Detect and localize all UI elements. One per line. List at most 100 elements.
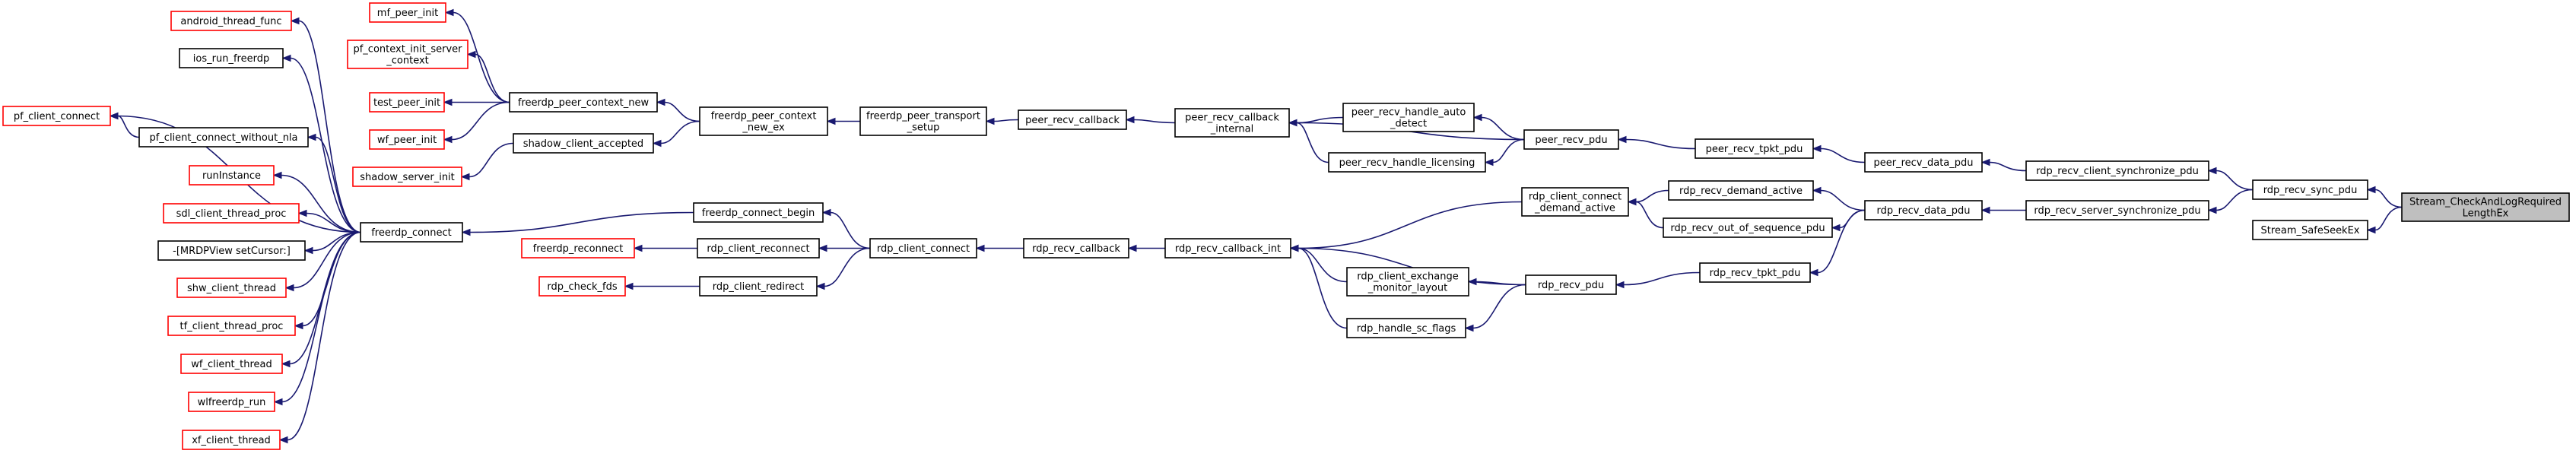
node-box [1523,129,1619,150]
node-box [170,11,292,31]
node-rdp-recv-pdu[interactable]: rdp_recv_pdu [1525,274,1617,295]
node-freerdp-peer-transport-setup[interactable]: freerdp_peer_transport_setup [859,106,987,136]
edge-line [1623,271,1701,286]
node-box [138,127,309,148]
node-test-peer-init[interactable]: test_peer_init [369,92,445,113]
edge-freerdp-peer-context-new-ex-to-freerdp-peer-transport-setup [826,117,861,125]
node-rdp-recv-sync-pdu[interactable]: rdp_recv_sync_pdu [2252,179,2368,200]
edge-xf-client-thread-to-freerdp-connect [278,231,361,444]
node-label: shadow_client_accepted [523,138,643,150]
node-peer-recv-pdu[interactable]: peer_recv_pdu [1523,129,1619,150]
node-shw-client-thread[interactable]: shw_client_thread [176,278,287,298]
node-wf-client-thread[interactable]: wf_client_thread [180,354,283,374]
node-shadow-client-accepted[interactable]: shadow_client_accepted [513,133,654,154]
node-rdp-client-exchange-monitor-layout[interactable]: rdp_client_exchange_monitor_layout [1346,267,1469,297]
edge-rdp-client-redirect-to-rdp-client-connect [815,247,871,290]
edge-arrowhead [443,135,453,144]
node-xf-client-thread[interactable]: xf_client_thread [182,430,281,450]
edge-arrowhead [1615,281,1625,289]
node-box [1864,200,1983,220]
node-freerdp-peer-context-new[interactable]: freerdp_peer_context_new [509,92,658,113]
node-label: wlfreerdp_run [198,397,266,408]
node-ios-run-freerdp[interactable]: ios_run_freerdp [179,48,284,68]
edge-freerdp-connect-to-freerdp-connect-begin [461,211,694,236]
edge-line [306,212,361,233]
node-rdp-client-redirect[interactable]: rdp_client_redirect [699,276,818,297]
node-android-thread-func[interactable]: android_thread_func [170,11,292,31]
edge-runinstance-to-freerdp-connect [272,171,361,233]
node-freerdp-connect[interactable]: freerdp_connect [360,222,463,243]
edge-arrowhead [303,246,313,255]
node-label: peer_recv_tpkt_pdu [1706,144,1803,155]
node-rdp-check-fds[interactable]: rdp_check_fds [538,276,626,297]
node-rdp-recv-tpkt-pdu[interactable]: rdp_recv_tpkt_pdu [1699,262,1811,283]
node-rdp-recv-client-synchronize-pdu[interactable]: rdp_recv_client_synchronize_pdu [2025,160,2209,181]
edge-line [1472,284,1526,329]
edge-line [315,136,361,233]
node-stream-safeseekex[interactable]: Stream_SafeSeekEx [2252,220,2368,240]
node-box [538,276,626,297]
node-rdp-recv-server-synchronize-pdu[interactable]: rdp_recv_server_synchronize_pdu [2025,200,2209,220]
node-mf-peer-init[interactable]: mf_peer_init [369,2,446,23]
edge-line [2374,189,2403,208]
node-pf-client-connect[interactable]: pf_client_connect [2,106,111,126]
node-freerdp-peer-context-new-ex[interactable]: freerdp_peer_context_new_ex [699,106,828,136]
edge-line [281,231,361,403]
node-rdp-recv-out-of-sequence-pdu[interactable]: rdp_recv_out_of_sequence_pdu [1663,217,1833,238]
node-wf-peer-init[interactable]: wf_peer_init [369,129,445,150]
node-tf-client-thread-proc[interactable]: tf_client_thread_proc [167,316,296,336]
node-label: rdp_client_reconnect [707,243,809,255]
node-rdp-handle-sc-flags[interactable]: rdp_handle_sc_flags [1346,318,1466,338]
edge-peer-recv-pdu-to-peer-recv-tpkt-pdu [1617,135,1696,150]
node-box [180,354,283,374]
edge-arrowhead [1288,119,1298,127]
node-label: rdp_recv_tpkt_pdu [1710,268,1801,279]
node-sdl-client-thread-proc[interactable]: sdl_client_thread_proc [163,203,300,224]
node-rdp-client-connect-demand-active[interactable]: rdp_client_connect_demand_active [1521,187,1629,217]
node-label: _context [386,56,429,67]
edge-ios-run-freerdp-to-freerdp-connect [281,54,361,233]
edge-peer-recv-callback-to-peer-recv-callback-internal [1125,116,1176,124]
node-rdp-recv-demand-active[interactable]: rdp_recv_demand_active [1668,180,1814,201]
node-freerdp-connect-begin[interactable]: freerdp_connect_begin [693,202,824,223]
node-wlfreerdp-run[interactable]: wlfreerdp_run [188,392,275,412]
edge-arrowhead [290,17,300,25]
node-peer-recv-tpkt-pdu[interactable]: peer_recv_tpkt_pdu [1695,138,1814,159]
edge-arrowhead [273,398,283,406]
node-label: peer_recv_callback [1025,115,1120,126]
edge-arrowhead [297,209,307,217]
node-peer-recv-callback-internal[interactable]: peer_recv_callback_internal [1174,108,1290,138]
node-label: wf_client_thread [191,359,272,370]
node-runinstance[interactable]: runInstance [189,165,275,186]
node-label: _new_ex [742,122,785,134]
node-shadow-server-init[interactable]: shadow_server_init [352,167,462,187]
node-peer-recv-data-pdu[interactable]: peer_recv_data_pdu [1864,152,1983,173]
edge-rdp-recv-data-pdu-to-rdp-recv-server-synchronize-pdu [1980,206,2026,214]
edge-line [451,101,510,141]
node-pf-context-init-server-context[interactable]: pf_context_init_server_context [347,40,469,69]
node-pf-client-connect-without-nla[interactable]: pf_client_connect_without_nla [138,127,309,148]
node-freerdp-reconnect[interactable]: freerdp_reconnect [521,238,635,259]
edge-freerdp-reconnect-to-rdp-client-reconnect [633,244,697,252]
node-peer-recv-handle-licensing[interactable]: peer_recv_handle_licensing [1328,152,1486,173]
node-peer-recv-handle-auto-detect[interactable]: peer_recv_handle_auto_detect [1342,103,1475,132]
node-box [1699,262,1811,283]
node-box [1525,274,1617,295]
node-peer-recv-callback[interactable]: peer_recv_callback [1018,109,1127,130]
edge-line [475,53,510,103]
node-rdp-client-reconnect[interactable]: rdp_client_reconnect [697,238,820,259]
node-label: freerdp_peer_transport [866,111,980,122]
edge-arrowhead [1627,198,1637,206]
edge-pf-client-connect-to-pf-client-connect-without-nla [109,112,140,138]
node-box [521,238,635,259]
node-rdp-client-connect[interactable]: rdp_client_connect [869,238,977,259]
node-rdp-recv-callback[interactable]: rdp_recv_callback [1023,238,1129,259]
edge-arrowhead [1289,244,1299,252]
node-label: rdp_recv_data_pdu [1876,205,1970,217]
node-rdp-recv-data-pdu[interactable]: rdp_recv_data_pdu [1864,200,1983,220]
node-label: peer_recv_data_pdu [1873,157,1973,169]
node-rdp-recv-callback-int[interactable]: rdp_recv_callback_int [1164,238,1291,259]
node-mrdpview-setcursor[interactable]: -[MRDPView setCursor:] [157,240,306,261]
